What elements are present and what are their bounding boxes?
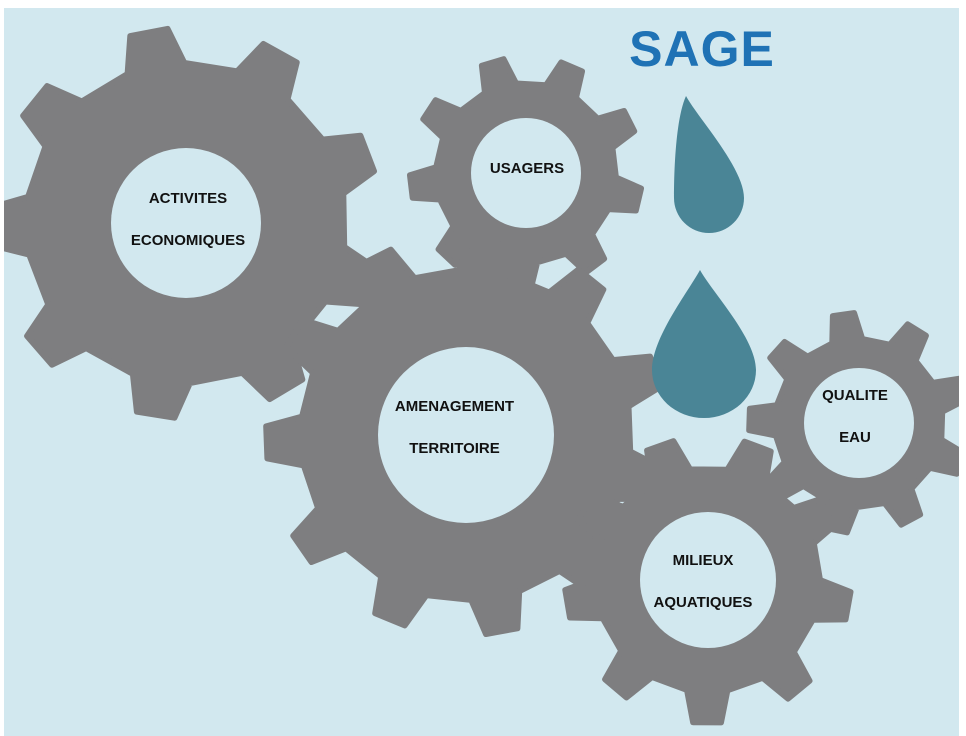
gear-amenagement-territoire-icon bbox=[263, 232, 667, 637]
gear-usagers-icon bbox=[407, 56, 644, 292]
gear-qualite-eau-icon bbox=[746, 310, 959, 536]
gear-hub bbox=[471, 118, 581, 228]
gear-hub bbox=[111, 148, 261, 298]
gear-label-amenagement-territoire: AMENAGEMENT TERRITOIRE bbox=[394, 398, 515, 457]
gear-hub bbox=[378, 347, 554, 523]
gears-layer bbox=[4, 25, 959, 726]
gear-milieux-aquatiques-icon bbox=[562, 438, 854, 726]
gear-hub bbox=[640, 512, 776, 648]
gear-label-activites-economiques: ACTIVITES ECONOMIQUES bbox=[130, 190, 246, 249]
gear-label-qualite-eau: QUALITE EAU bbox=[822, 387, 888, 446]
water-drop-icon bbox=[674, 96, 744, 233]
sage-title: SAGE bbox=[629, 21, 775, 77]
gear-hub bbox=[804, 368, 914, 478]
gear-activites-economiques-icon bbox=[4, 25, 379, 421]
diagram-canvas: SAGE ACTIVITES ECONOMIQUES USAGERS AMENA… bbox=[4, 8, 959, 736]
gear-label-milieux-aquatiques: MILIEUX AQUATIQUES bbox=[653, 552, 753, 611]
water-drop-icon bbox=[652, 270, 756, 418]
gear-label-usagers: USAGERS bbox=[489, 160, 565, 177]
